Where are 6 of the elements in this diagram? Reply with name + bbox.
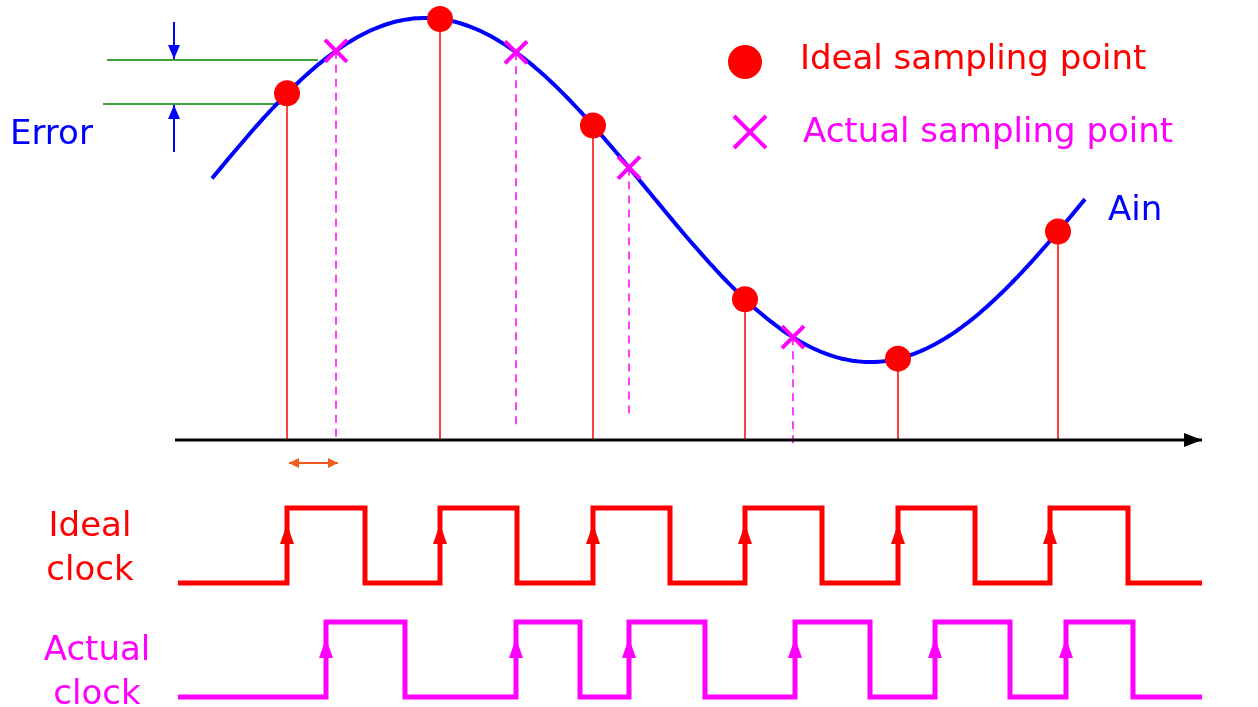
- legend-label: Ideal sampling point: [800, 36, 1147, 79]
- signal-label: Ain: [1108, 187, 1163, 230]
- error-label: Error: [10, 111, 93, 154]
- clock-label: Actual clock: [42, 627, 152, 707]
- legend-label: Actual sampling point: [803, 109, 1174, 152]
- clock-label: Ideal clock: [45, 503, 135, 590]
